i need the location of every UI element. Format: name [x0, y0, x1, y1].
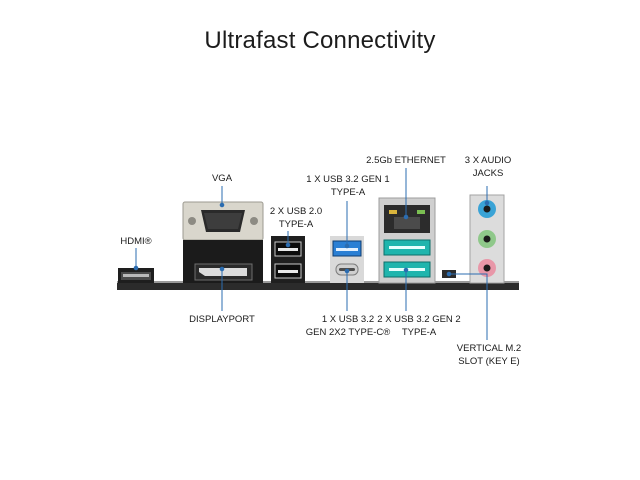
callout-lines — [133, 168, 490, 340]
ethernet-label: 2.5Gb ETHERNET — [366, 155, 446, 166]
vga-label: VGA — [211, 173, 233, 184]
displayport-label: DISPLAYPORT — [189, 314, 255, 325]
vga-port — [182, 201, 264, 241]
displayport-port — [183, 240, 263, 283]
io-base-plate — [117, 283, 519, 290]
hdmi-port — [118, 268, 154, 283]
page-title: Ultrafast Connectivity — [204, 27, 436, 54]
hdmi-label: HDMI® — [120, 236, 152, 247]
audio-jacks — [469, 194, 505, 284]
